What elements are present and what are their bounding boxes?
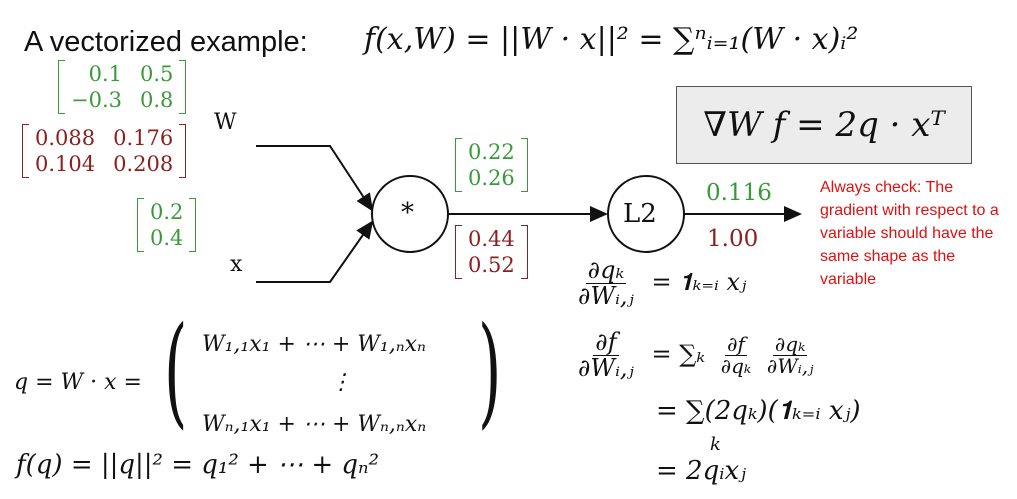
q-definition-lhs: q = W · x = xyxy=(14,370,142,395)
q-value-matrix: 0.22 0.26 xyxy=(455,138,528,192)
input-w-label: W xyxy=(214,110,237,135)
result-equation-line: = 2qᵢxⱼ xyxy=(656,456,746,486)
shape-check-note: Always check: The gradient with respect … xyxy=(820,179,999,288)
fraction-denominator: ∂Wᵢ,ⱼ xyxy=(578,282,634,311)
gradient-formula: ∇W f = 2q · xᵀ xyxy=(703,105,945,145)
matrix-cell: 0.52 xyxy=(468,253,515,277)
q-gradient-matrix: 0.44 0.52 xyxy=(455,225,528,279)
gradient-formula-box: ∇W f = 2q · xᵀ xyxy=(676,86,972,164)
l2-node-label: L2 xyxy=(623,199,657,229)
title-formula: f(x,W) = ||W · x||² = ∑ⁿᵢ₌₁(W · x)ᵢ² xyxy=(364,22,859,57)
output-value: 0.116 xyxy=(706,180,772,206)
x-value-matrix: 0.2 0.4 xyxy=(137,198,197,252)
f-of-q-equation: f(q) = ||q||² = q₁² + ⋯ + qₙ² xyxy=(16,450,380,480)
fraction-numerator: ∂f xyxy=(725,332,747,357)
df-dw-fraction: ∂f ∂Wᵢ,ⱼ xyxy=(576,328,636,383)
fraction-denominator: ∂Wᵢ,ⱼ xyxy=(766,354,814,379)
w-value-matrix: 0.1 0.5 −0.3 0.8 xyxy=(58,60,187,114)
dq-dw-equation: ∂qₖ ∂Wᵢ,ⱼ = 𝟏ₖ₌ᵢ xⱼ xyxy=(576,256,747,311)
w-gradient-matrix: 0.088 0.176 0.104 0.208 xyxy=(22,124,187,178)
matrix-cell: 0.44 xyxy=(468,227,515,251)
left-paren: ( xyxy=(164,302,188,441)
matrix-cell: 0.4 xyxy=(150,226,184,250)
fraction-denominator: ∂Wᵢ,ⱼ xyxy=(578,354,634,383)
df-dq-fraction: ∂f ∂qₖ xyxy=(719,334,753,377)
fraction-denominator: ∂qₖ xyxy=(720,354,752,379)
matrix-cell: 0.208 xyxy=(113,152,174,176)
output-gradient: 1.00 xyxy=(707,226,759,252)
matrix-cell: 0.088 xyxy=(35,126,96,150)
dq-dw-rhs: = 𝟏ₖ₌ᵢ xⱼ xyxy=(651,268,747,297)
fraction-numerator: ∂qₖ xyxy=(772,332,808,357)
matrix-cell: 0.8 xyxy=(140,88,174,112)
dq-dw-inner-fraction: ∂qₖ ∂Wᵢ,ⱼ xyxy=(765,334,816,377)
matrix-cell: 0.176 xyxy=(113,126,174,150)
sum-operator: = ∑ₖ xyxy=(651,340,706,369)
edge-w-to-mult xyxy=(256,145,374,212)
q-row-ellipsis: ⋮ xyxy=(330,370,352,395)
q-row-1: W₁,₁x₁ + ⋯ + W₁,ₙxₙ xyxy=(202,332,426,357)
fraction-numerator: ∂qₖ xyxy=(585,256,627,285)
fraction-numerator: ∂f xyxy=(593,328,619,357)
right-paren: ) xyxy=(478,302,502,441)
dq-dw-fraction: ∂qₖ ∂Wᵢ,ⱼ xyxy=(576,256,636,311)
matrix-cell: 0.1 xyxy=(88,62,122,86)
sum-equation-line: = ∑(2qₖ)(𝟏ₖ₌ᵢ xⱼ) xyxy=(656,396,861,426)
edge-x-to-mult xyxy=(256,220,374,283)
input-x-label: x xyxy=(230,252,243,277)
sum-index: k xyxy=(710,434,721,455)
matrix-cell: 0.2 xyxy=(150,200,184,224)
df-dw-equation: ∂f ∂Wᵢ,ⱼ = ∑ₖ ∂f ∂qₖ ∂qₖ ∂Wᵢ,ⱼ xyxy=(576,328,816,383)
matrix-cell: 0.5 xyxy=(140,62,174,86)
matrix-cell: −0.3 xyxy=(71,88,122,112)
title-text: A vectorized example: xyxy=(24,26,308,58)
q-row-n: Wₙ,₁x₁ + ⋯ + Wₙ,ₙxₙ xyxy=(202,412,427,437)
matrix-cell: 0.104 xyxy=(35,152,96,176)
matrix-cell: 0.22 xyxy=(468,140,515,164)
matrix-cell: 0.26 xyxy=(468,166,515,190)
mult-node-label: * xyxy=(401,198,414,228)
